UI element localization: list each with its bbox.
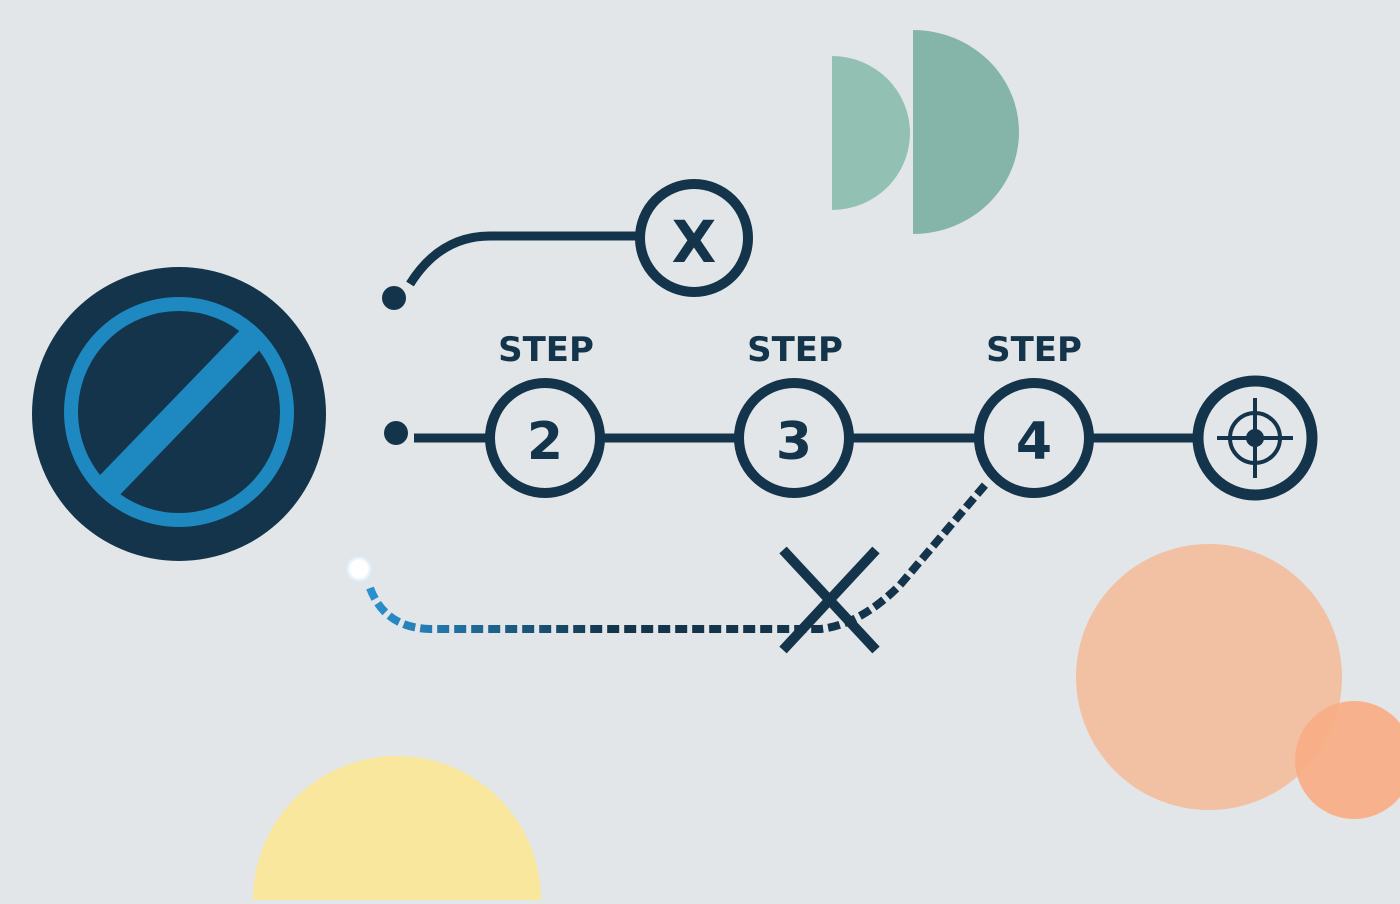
step-2-label: STEP	[498, 330, 594, 370]
steps-line	[384, 378, 1196, 498]
steps-start-dot	[384, 421, 408, 445]
step-2-number: 2	[526, 412, 564, 472]
orange-circle-decoration	[1295, 701, 1400, 819]
cross-mark-icon	[779, 546, 880, 654]
step-4-label: STEP	[986, 330, 1082, 370]
step-4-circle	[974, 378, 1094, 498]
teal-half-circles-decoration	[832, 30, 1019, 234]
step-2-circle	[485, 378, 605, 498]
failed-detour-path	[343, 482, 989, 654]
blocked-path-line	[406, 231, 640, 287]
blocked-x-label: X	[671, 208, 717, 276]
step-3-label: STEP	[747, 330, 843, 370]
large-half-circle	[913, 30, 1019, 234]
yellow-circle-decoration	[253, 756, 541, 904]
detour-start-dot	[343, 553, 375, 585]
blocked-path	[382, 179, 753, 310]
step-4-number: 4	[1015, 412, 1053, 472]
step-3-circle	[734, 378, 854, 498]
peach-circle-decoration	[1076, 544, 1342, 810]
detour-dashed-line	[366, 482, 989, 633]
step-3-number: 3	[775, 412, 813, 472]
blocked-end-circle	[635, 179, 753, 297]
prohibited-icon	[32, 267, 326, 561]
crosshair-target-icon	[1192, 375, 1318, 501]
small-half-circle	[832, 56, 910, 210]
path-start-dot	[382, 286, 406, 310]
